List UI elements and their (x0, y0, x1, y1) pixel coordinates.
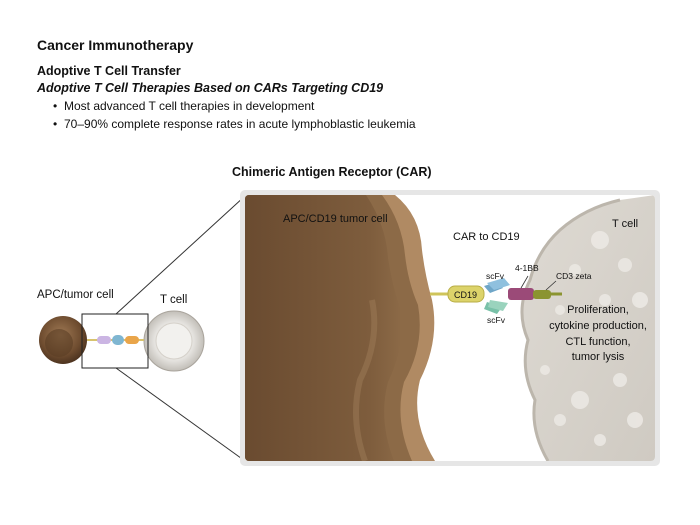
small-apc-label: APC/tumor cell (37, 289, 114, 301)
tumor-cell-fold (353, 299, 378, 461)
small-tcell-label: T cell (160, 294, 187, 306)
figure-title: Chimeric Antigen Receptor (CAR) (232, 165, 432, 179)
zoom-tcell-label: T cell (612, 218, 638, 230)
zoom-line-bottom (115, 367, 246, 462)
outcome-line: CTL function, (565, 336, 630, 348)
section-subheading: Adoptive T Cell Therapies Based on CARs … (37, 81, 384, 95)
cd3-label: CD3 zeta (556, 271, 592, 281)
zoom-box (81, 313, 149, 369)
bullet-item: Most advanced T cell therapies in develo… (53, 99, 314, 113)
costim-label: 4-1BB (515, 263, 539, 273)
cd19-molecule (447, 285, 485, 303)
zoom-apc-label: APC/CD19 tumor cell (283, 213, 388, 225)
tumor-cell-body (245, 195, 402, 461)
car-label: CAR to CD19 (453, 231, 520, 243)
small-tumor-nucleus (45, 329, 73, 357)
cd3-zeta (533, 290, 551, 299)
costim-pointer (520, 275, 529, 289)
small-scfv (112, 335, 124, 345)
page-title: Cancer Immunotherapy (37, 37, 194, 53)
bullet-item: 70–90% complete response rates in acute … (53, 117, 416, 131)
cd19-label: CD19 (454, 290, 477, 300)
outcome-line: cytokine production, (549, 320, 647, 332)
cd3-pointer (545, 280, 557, 291)
t-cell-membrane (520, 198, 621, 461)
small-car-signal (125, 336, 139, 344)
costim-4-1bb (508, 288, 534, 300)
scfv-bottom-label: scFv (487, 315, 506, 325)
small-t-cell-nucleus (155, 322, 193, 360)
section-heading: Adoptive T Cell Transfer (37, 64, 181, 78)
scfv-bottom-light (488, 300, 508, 311)
zoom-line-top (115, 195, 246, 315)
scfv-top (487, 278, 510, 290)
t-cell-texture (540, 231, 648, 446)
scfv-top-label: scFv (486, 271, 505, 281)
small-cd19 (97, 336, 111, 344)
outcome-line: Proliferation, (567, 304, 629, 316)
outcome-line: tumor lysis (572, 351, 625, 363)
